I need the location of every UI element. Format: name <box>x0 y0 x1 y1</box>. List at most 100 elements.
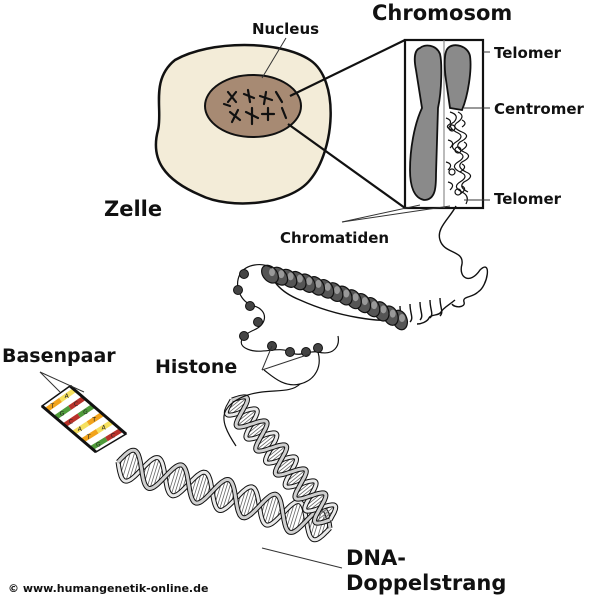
base-left <box>63 413 81 428</box>
fiber-bead-highlight <box>380 305 387 314</box>
helix-rung <box>314 505 336 523</box>
fiber-bead-highlight <box>343 289 350 298</box>
helix-rung <box>246 489 256 518</box>
helix-rung <box>291 502 302 533</box>
base-letter: C <box>69 418 73 425</box>
fiber-bead-highlight <box>371 301 378 310</box>
helix-rung <box>218 479 230 511</box>
helix-rung <box>240 486 251 517</box>
label-basenpaar: Basenpaar <box>2 345 116 367</box>
base-letter: T <box>86 434 91 441</box>
helix-rung <box>246 421 267 439</box>
helix-rung <box>288 501 299 532</box>
helix-strand-b <box>116 448 332 534</box>
fiber-bead-highlight <box>334 286 340 295</box>
base-left <box>54 405 72 420</box>
fiber-bead-highlight <box>269 268 275 277</box>
helix-rung <box>192 472 202 501</box>
helix-rung <box>242 487 254 518</box>
copyright-text: © www.humangenetik-online.de <box>8 582 208 595</box>
helix-rung <box>226 397 248 415</box>
base-right <box>68 395 86 410</box>
label-zelle: Zelle <box>104 197 162 221</box>
label-telomer-bottom: Telomer <box>494 190 562 208</box>
base-letter: G <box>83 409 88 416</box>
30nm-fiber <box>261 264 409 331</box>
fiber-bead-highlight <box>315 279 322 288</box>
coiled-spring <box>399 291 479 325</box>
helix-rung <box>222 481 232 511</box>
base-left <box>72 421 90 435</box>
helix-rung <box>316 511 327 540</box>
helix-strand-a <box>116 456 332 542</box>
nucleosome <box>233 285 243 295</box>
helix-rung <box>153 461 162 488</box>
helix-rung <box>265 445 287 463</box>
label-histone: Histone <box>155 356 237 378</box>
helix-rung <box>173 465 184 496</box>
base-letter: T <box>50 403 55 410</box>
chromatid-right-upper <box>443 44 472 112</box>
helix-rung <box>255 433 277 451</box>
helix-rung <box>270 497 280 525</box>
fiber-bead-highlight <box>352 293 359 302</box>
nucleosome <box>239 331 249 341</box>
helix-rung <box>146 457 157 488</box>
helix-rung <box>267 494 278 526</box>
fiber-bead-highlight <box>306 277 313 286</box>
base-left <box>81 429 99 443</box>
label-nucleus: Nucleus <box>252 20 319 38</box>
fiber-bead-highlight <box>361 297 368 306</box>
nucleosome <box>245 301 255 311</box>
dna-double-helix <box>115 394 339 543</box>
base-right <box>86 411 105 426</box>
label-chromatiden: Chromatiden <box>280 229 389 247</box>
base-right <box>95 419 114 434</box>
helix-rung <box>121 450 132 479</box>
helix-rung <box>194 472 206 503</box>
nucleosome <box>285 347 295 357</box>
label-telomer-top: Telomer <box>494 44 562 62</box>
helix-rung <box>128 453 139 481</box>
helix-rung <box>216 479 226 509</box>
cell <box>154 43 332 205</box>
base-letter: G <box>96 442 101 449</box>
dna-leader <box>261 547 343 569</box>
nucleus-chromosomes <box>222 88 288 126</box>
helix-rung <box>197 473 208 504</box>
fiber-bead-highlight <box>399 314 405 322</box>
zoom-lines <box>287 39 406 209</box>
nucleosome <box>313 343 323 353</box>
chromatiden-leaders <box>341 204 451 223</box>
helix-rung <box>236 409 258 427</box>
fiber-bead-highlight <box>287 272 294 281</box>
helix-rung <box>304 493 326 511</box>
base-letter: C <box>111 433 115 440</box>
histone-leaders <box>261 345 311 371</box>
base-letter: T <box>91 417 96 424</box>
base-letter: G <box>60 411 65 418</box>
helix-rung <box>125 450 136 482</box>
helix-rung <box>285 469 307 487</box>
helix-rung <box>264 494 275 525</box>
label-dna-line2: Doppelstrang <box>346 571 506 595</box>
helix-rung <box>286 502 295 529</box>
helix-rung <box>295 481 316 499</box>
helix-strand-b <box>231 395 331 525</box>
base-right <box>59 387 77 402</box>
helix-rung <box>149 458 160 489</box>
nucleus <box>204 74 302 138</box>
base-right <box>105 427 123 442</box>
nucleosome <box>239 269 249 279</box>
base-letter: A <box>102 425 107 432</box>
dna-connector <box>223 383 301 447</box>
label-chromosom: Chromosom <box>372 1 512 25</box>
helix-rung <box>275 457 297 475</box>
label-dna-line1: DNA- <box>346 546 406 570</box>
base-letter: A <box>78 426 83 433</box>
fiber-bead-highlight <box>389 309 396 318</box>
base-letter: A <box>65 393 70 400</box>
chromatid-right-coils <box>445 111 472 205</box>
